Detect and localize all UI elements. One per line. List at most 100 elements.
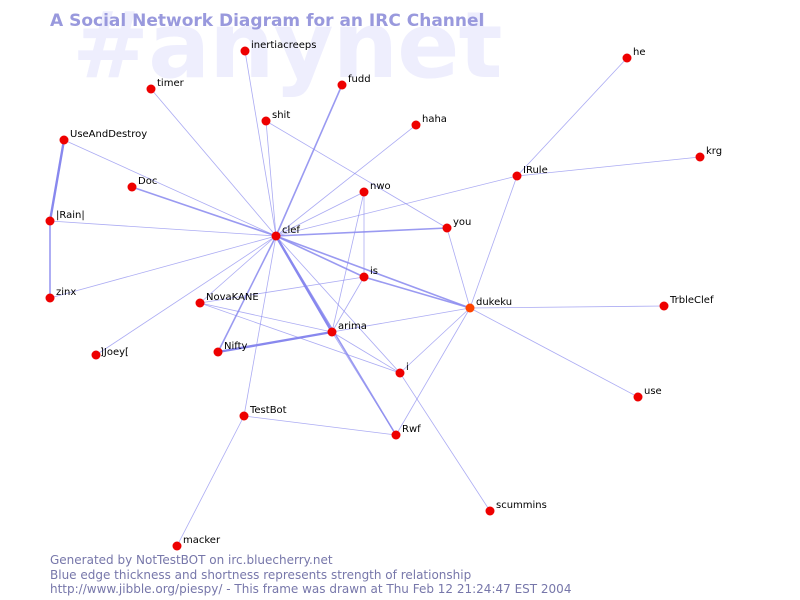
- node-dot: [465, 303, 475, 313]
- edge-clef-Nifty: [217, 235, 277, 353]
- edge-JJoey-clef: [95, 235, 277, 356]
- node-label: nwo: [370, 181, 391, 192]
- node-dot: [633, 392, 643, 402]
- edge-arima-Rwf: [331, 331, 397, 436]
- node-TrbleClef[interactable]: TrbleClef: [659, 295, 714, 311]
- node-label: haha: [422, 114, 447, 125]
- node-dot: [127, 182, 137, 192]
- edge-IRain-clef: [49, 220, 277, 237]
- edge-is-dukeku: [363, 276, 471, 309]
- node-label: |Rain|: [56, 210, 85, 221]
- node-UseAndDestroy[interactable]: UseAndDestroy: [59, 129, 148, 145]
- edge-clef-NovaKANE: [199, 235, 277, 304]
- edge-arima-Nifty: [217, 330, 333, 354]
- node-timer[interactable]: timer: [146, 78, 185, 94]
- node-label: TestBot: [249, 405, 287, 416]
- node-label: shit: [272, 110, 290, 121]
- node-label: TrbleClef: [669, 295, 714, 306]
- node-dot: [239, 411, 249, 421]
- node-dot: [359, 272, 369, 282]
- edge-you-clef: [275, 227, 448, 237]
- node-JJoey[interactable]: ]Joey[: [91, 347, 129, 360]
- edge-arima-dukeku: [331, 307, 471, 333]
- edge-dukeku-use: [469, 307, 639, 398]
- node-Nifty[interactable]: Nifty: [213, 341, 248, 357]
- node-shit[interactable]: shit: [261, 110, 291, 126]
- node-i[interactable]: i: [395, 362, 409, 378]
- node-Doc[interactable]: Doc: [127, 176, 158, 192]
- node-Rwf[interactable]: Rwf: [391, 424, 422, 440]
- node-label: IRule: [523, 165, 548, 176]
- node-dot: [271, 231, 281, 241]
- node-macker[interactable]: macker: [172, 535, 221, 551]
- node-label: fudd: [348, 74, 371, 85]
- node-label: you: [453, 217, 471, 228]
- node-fudd[interactable]: fudd: [337, 74, 371, 90]
- node-TestBot[interactable]: TestBot: [239, 405, 287, 421]
- node-label: i: [406, 362, 409, 373]
- node-dot: [359, 187, 369, 197]
- edge-TestBot-Rwf: [243, 415, 397, 436]
- node-NovaKANE[interactable]: NovaKANE: [195, 292, 259, 308]
- node-you[interactable]: you: [442, 217, 472, 233]
- edge-NovaKANE-arima: [199, 302, 333, 333]
- node-dot: [485, 506, 495, 516]
- edge-IRule-krg: [516, 156, 701, 177]
- edge-UseAndDestroy-IRain: [48, 139, 66, 222]
- node-label: clef: [282, 225, 300, 236]
- node-use[interactable]: use: [633, 386, 662, 402]
- node-dot: [213, 347, 223, 357]
- node-arima[interactable]: arima: [327, 321, 367, 337]
- node-IRain[interactable]: |Rain|: [45, 210, 85, 226]
- node-label: use: [644, 386, 662, 397]
- diagram-title: A Social Network Diagram for an IRC Chan…: [50, 11, 485, 31]
- edge-zinx-clef: [49, 235, 277, 299]
- edge-clef-dukeku: [275, 235, 471, 309]
- edge-shit-you: [265, 120, 448, 229]
- node-label: macker: [183, 535, 221, 546]
- node-is[interactable]: is: [359, 266, 379, 282]
- edge-i-scummins: [399, 372, 491, 512]
- edge-timer-clef: [150, 88, 277, 237]
- node-label: krg: [706, 146, 722, 157]
- edge-Doc-clef: [131, 186, 277, 237]
- node-label: inertiacreeps: [251, 40, 316, 51]
- node-label: arima: [338, 321, 367, 332]
- edge-shit-clef: [265, 120, 277, 237]
- node-krg[interactable]: krg: [695, 146, 723, 162]
- node-label: scummins: [496, 500, 547, 511]
- node-he[interactable]: he: [622, 47, 646, 63]
- node-dot: [172, 541, 182, 551]
- edge-arima-i: [331, 331, 401, 374]
- node-scummins[interactable]: scummins: [485, 500, 547, 516]
- node-dot: [261, 116, 271, 126]
- node-dot: [45, 216, 55, 226]
- node-clef[interactable]: clef: [271, 225, 301, 241]
- node-label: UseAndDestroy: [70, 129, 147, 140]
- node-label: is: [370, 266, 378, 277]
- edge-IRule-clef: [275, 175, 518, 237]
- edge-haha-clef: [275, 124, 417, 237]
- edge-dukeku-TrbleClef: [469, 305, 665, 309]
- node-dot: [195, 298, 205, 308]
- node-zinx[interactable]: zinx: [45, 287, 77, 303]
- node-dot: [659, 301, 669, 311]
- node-nwo[interactable]: nwo: [359, 181, 391, 197]
- node-dot: [512, 171, 522, 181]
- node-IRule[interactable]: IRule: [512, 165, 548, 181]
- node-label: ]Joey[: [100, 347, 129, 358]
- node-dukeku[interactable]: dukeku: [465, 297, 513, 313]
- footer-caption: Generated by NotTestBOT on irc.bluecherr…: [50, 553, 571, 597]
- node-dot: [695, 152, 705, 162]
- channel-watermark: #anynet: [72, 0, 503, 99]
- node-haha[interactable]: haha: [411, 114, 447, 130]
- node-dot: [411, 120, 421, 130]
- edge-is-NovaKANE: [199, 276, 365, 304]
- node-label: zinx: [56, 287, 76, 298]
- node-dot: [240, 46, 250, 56]
- node-dot: [337, 80, 347, 90]
- footer-source-line: http://www.jibble.org/piespy/ - This fra…: [50, 582, 572, 596]
- node-inertiacreeps[interactable]: inertiacreeps: [240, 40, 317, 56]
- edge-dukeku-i: [399, 307, 471, 374]
- edge-clef-Rwf: [275, 235, 397, 436]
